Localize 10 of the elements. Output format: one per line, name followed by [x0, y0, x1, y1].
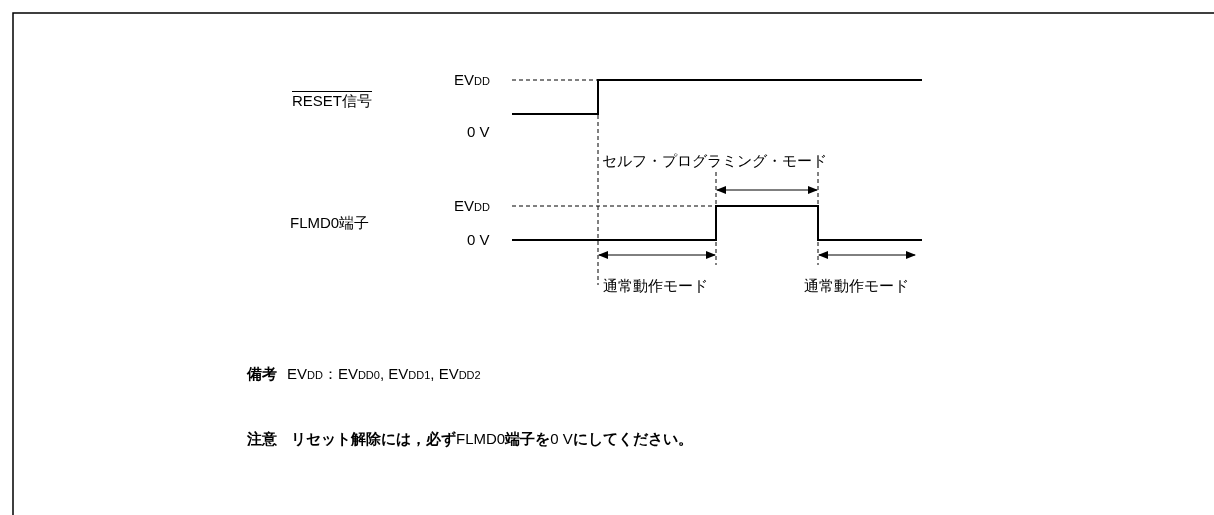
mode-label: 通常動作モード [803, 277, 909, 295]
voltage-label: 0 V [467, 123, 490, 141]
caution-text: リセット解除には，必ずFLMD0端子を0 Vにしてください。 [291, 430, 693, 448]
mode-label: セルフ・プログラミング・モード [602, 152, 827, 170]
signal-name: RESET信号 [292, 92, 372, 110]
voltage-label: 0 V [467, 231, 490, 249]
caution-heading: 注意 [247, 430, 277, 448]
note-heading: 備考 [247, 365, 277, 383]
mode-label: 通常動作モード [602, 277, 708, 295]
pin-name: FLMD0端子 [290, 214, 370, 232]
